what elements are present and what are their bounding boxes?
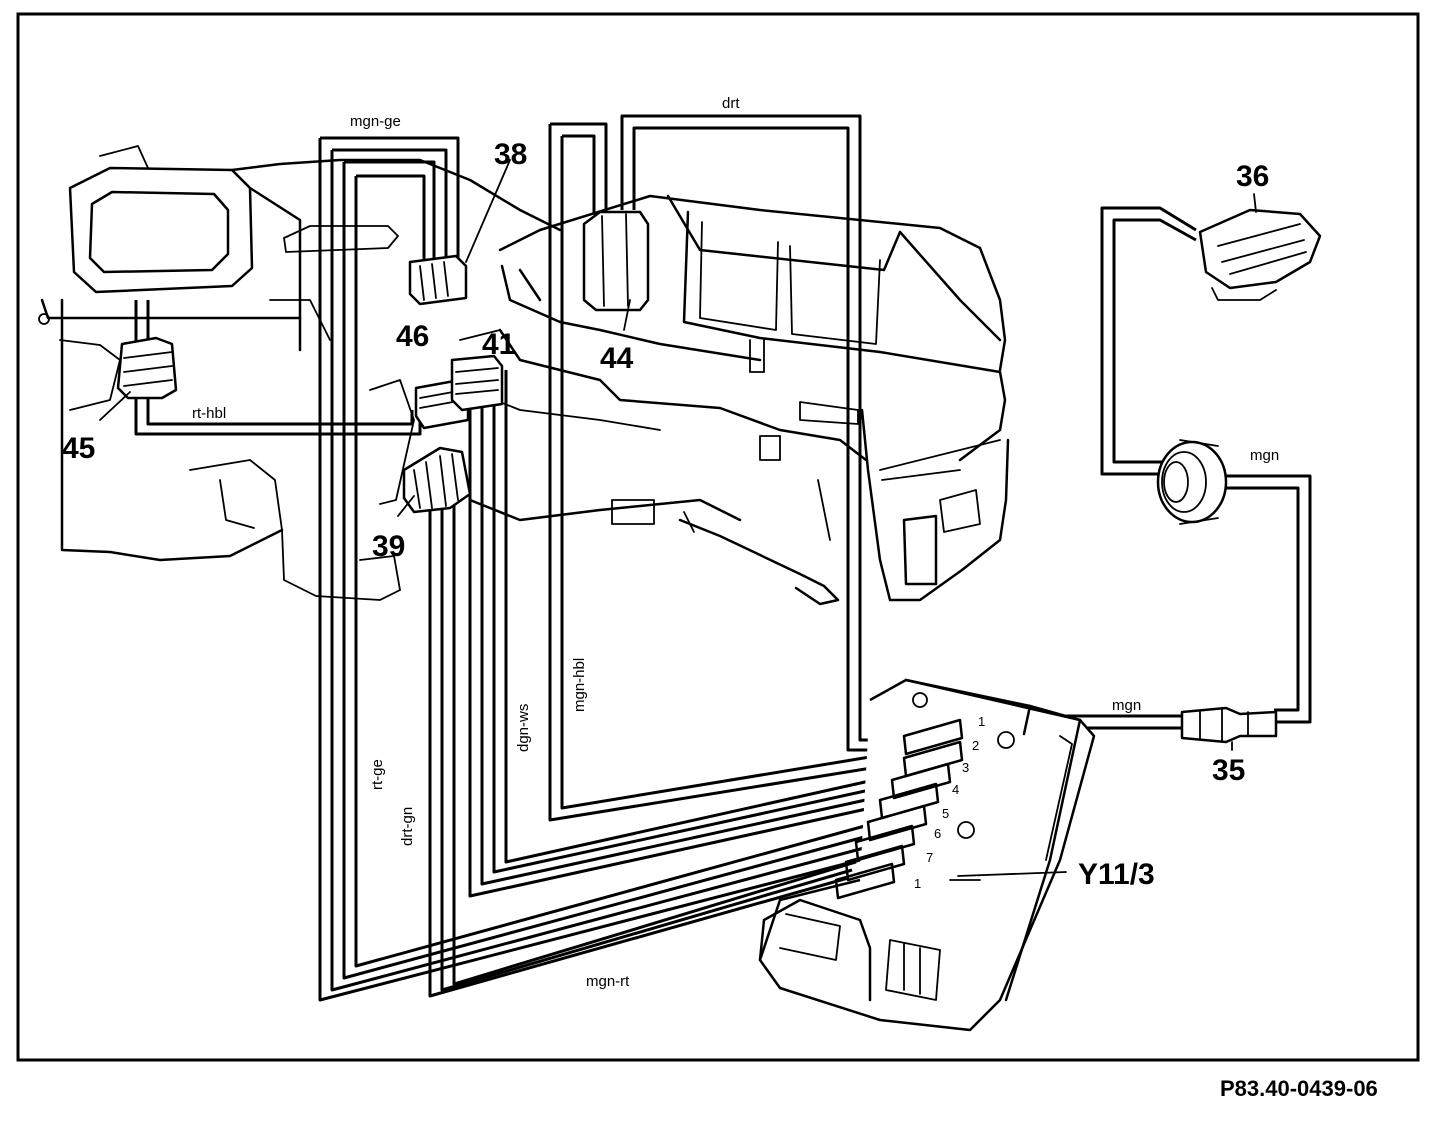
label-mgn-right: mgn [1250,447,1279,464]
callout-y11-3: Y11/3 [1078,858,1155,891]
label-mgn-hbl: mgn-hbl [571,658,588,712]
figure-frame [16,12,1420,1062]
label-rt-ge: rt-ge [369,759,386,790]
component-44 [582,210,650,312]
port-7: 7 [926,850,933,865]
component-35 [1180,706,1278,744]
component-39 [369,379,472,514]
label-mgn-rt: mgn-rt [586,973,630,990]
port-4: 4 [952,782,959,797]
valve-ports [834,718,964,900]
label-dgn-ws: dgn-ws [515,704,532,752]
port-2: 2 [972,738,979,753]
port-6: 6 [934,826,941,841]
component-36 [1198,208,1322,301]
callout-45: 45 [62,432,95,465]
tube-mgn-hbl [548,122,901,822]
port-number-labels: 1 2 3 4 5 6 7 1 [914,714,985,891]
tube-mgn-rt [428,500,857,998]
component-45 [116,336,178,400]
grommet [1156,439,1228,525]
component-38 [408,254,468,306]
callout-35: 35 [1212,754,1245,787]
callout-36: 36 [1236,160,1269,193]
label-mgn-ge: mgn-ge [350,113,401,130]
label-mgn-lower: mgn [1112,697,1141,714]
port-1b: 1 [914,876,921,891]
component-y11-3 [758,678,1096,1032]
callout-41: 41 [482,328,515,361]
component-41 [450,354,504,412]
callout-labels: 38 36 46 41 44 45 39 35 Y11/3 [62,138,1269,891]
wire-labels: mgn-ge drt rt-hbl mgn mgn mgn-hbl dgn-ws… [192,95,1279,990]
label-drt-gn: drt-gn [399,807,416,846]
callout-39: 39 [372,530,405,563]
callout-44: 44 [600,342,634,375]
callout-38: 38 [494,138,527,171]
leader-lines [99,159,1257,877]
figure-reference: P83.40-0439-06 [1220,1076,1378,1101]
port-1: 1 [978,714,985,729]
tube-rt-hbl [134,300,422,436]
callout-46: 46 [396,320,429,353]
tube-dgn-ws [468,370,893,898]
label-drt: drt [722,95,740,112]
port-5: 5 [942,806,949,821]
tube-rt-ge [330,148,865,992]
port-3: 3 [962,760,969,775]
label-rt-hbl: rt-hbl [192,405,226,422]
climate-housing [38,145,1010,606]
